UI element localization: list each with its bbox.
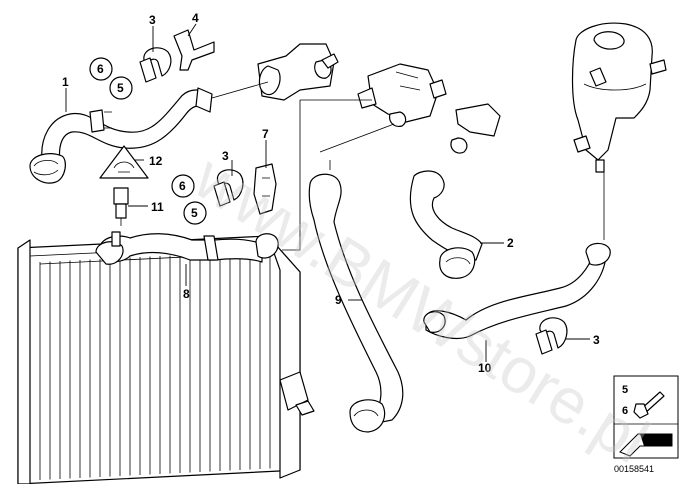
connector-pipe [450,103,501,154]
callout-6-upper: 6 [97,62,104,76]
connection-lines [211,81,605,251]
radiator [17,235,315,484]
document-number: 00158541 [614,464,654,474]
callout-1: 1 [62,75,69,89]
hose-9 [308,173,404,433]
expansion-tank [571,22,667,173]
bracket-7 [253,163,277,215]
clamp-3-right [535,317,568,355]
callout-8: 8 [183,287,190,301]
legend-label-6: 6 [622,405,628,417]
thermostat [357,63,447,127]
callout-3-middle: 3 [222,149,229,163]
callout-leaders [65,23,590,362]
callout-12: 12 [149,154,163,168]
clamp-3-middle [213,169,244,207]
callout-11: 11 [151,200,164,214]
bracket-4 [173,29,215,71]
hose-10 [423,242,611,340]
callout-6-lower: 6 [179,179,186,193]
callout-2: 2 [507,236,514,250]
bolt-icon [633,391,665,419]
callouts: 1 2 3 3 3 4 7 8 9 10 11 12 [62,11,600,375]
warning-label-12 [99,145,149,179]
callout-4: 4 [192,11,199,25]
callout-9: 9 [335,293,342,307]
callout-3-top: 3 [149,13,156,27]
arrow-icon [619,433,673,457]
circled-callouts-upper: 6 5 [89,57,133,100]
callout-5-upper: 5 [117,81,124,95]
callout-5-lower: 5 [191,206,198,220]
circled-callouts-lower: 6 5 [171,174,207,225]
legend-label-5: 5 [622,384,628,396]
fastener-legend: 5 6 00158541 [613,375,679,474]
callout-3-right: 3 [593,333,600,347]
thermostat-housing-left [257,43,339,101]
callout-7: 7 [262,127,269,141]
hose-2 [409,170,483,279]
hose-8 [95,231,279,265]
clamp-3-top [139,47,172,83]
sensor-11 [113,187,129,226]
callout-10: 10 [478,361,492,375]
